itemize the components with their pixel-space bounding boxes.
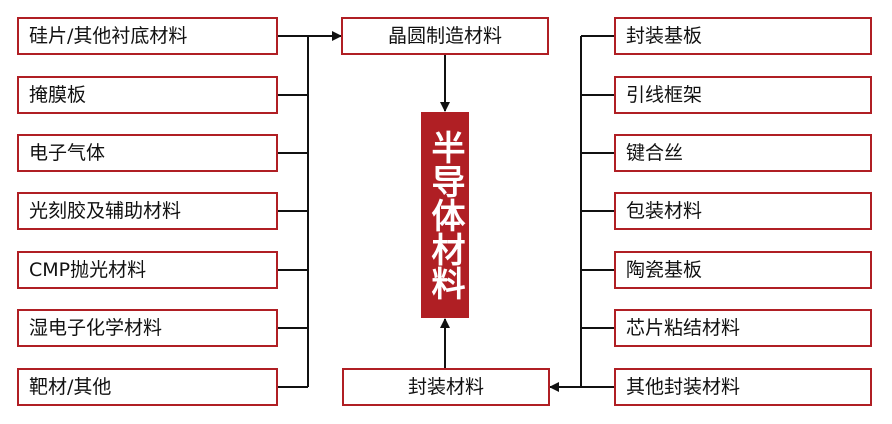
left-item-wet-chemicals: 湿电子化学材料 bbox=[17, 309, 278, 347]
left-item-label: 光刻胶及辅助材料 bbox=[29, 199, 182, 222]
left-item-label: 靶材/其他 bbox=[29, 375, 112, 398]
right-item-substrate: 封装基板 bbox=[614, 17, 872, 55]
left-item-label: 掩膜板 bbox=[29, 83, 87, 106]
packaging-materials-box: 封装材料 bbox=[342, 368, 550, 406]
wafer-materials-box: 晶圆制造材料 bbox=[341, 17, 549, 55]
right-item-label: 包装材料 bbox=[626, 199, 703, 222]
wafer-materials-label: 晶圆制造材料 bbox=[387, 24, 502, 47]
center-title: 半导体材料 bbox=[421, 112, 469, 318]
left-item-electronic-gas: 电子气体 bbox=[17, 134, 278, 172]
right-item-label: 封装基板 bbox=[626, 24, 703, 47]
right-item-bonding-wire: 键合丝 bbox=[614, 134, 872, 172]
right-item-packaging: 包装材料 bbox=[614, 192, 872, 230]
right-item-ceramic-substrate: 陶瓷基板 bbox=[614, 251, 872, 289]
right-item-other-packaging: 其他封装材料 bbox=[614, 368, 872, 406]
left-item-label: 硅片/其他衬底材料 bbox=[29, 24, 188, 47]
right-item-lead-frame: 引线框架 bbox=[614, 76, 872, 114]
left-item-photoresist: 光刻胶及辅助材料 bbox=[17, 192, 278, 230]
left-item-photomask: 掩膜板 bbox=[17, 76, 278, 114]
left-item-label: CMP抛光材料 bbox=[29, 258, 147, 281]
right-item-label: 芯片粘结材料 bbox=[626, 316, 741, 339]
right-item-label: 键合丝 bbox=[626, 141, 684, 164]
right-item-label: 引线框架 bbox=[626, 83, 703, 106]
left-item-cmp: CMP抛光材料 bbox=[17, 251, 278, 289]
left-item-targets: 靶材/其他 bbox=[17, 368, 278, 406]
packaging-materials-label: 封装材料 bbox=[407, 375, 484, 398]
left-bracket bbox=[278, 35, 309, 388]
right-item-label: 陶瓷基板 bbox=[626, 258, 703, 281]
right-bracket bbox=[580, 35, 614, 388]
left-item-label: 电子气体 bbox=[29, 141, 106, 164]
right-item-die-attach: 芯片粘结材料 bbox=[614, 309, 872, 347]
right-item-label: 其他封装材料 bbox=[626, 375, 741, 398]
left-item-silicon-wafer: 硅片/其他衬底材料 bbox=[17, 17, 278, 55]
left-item-label: 湿电子化学材料 bbox=[29, 316, 163, 339]
